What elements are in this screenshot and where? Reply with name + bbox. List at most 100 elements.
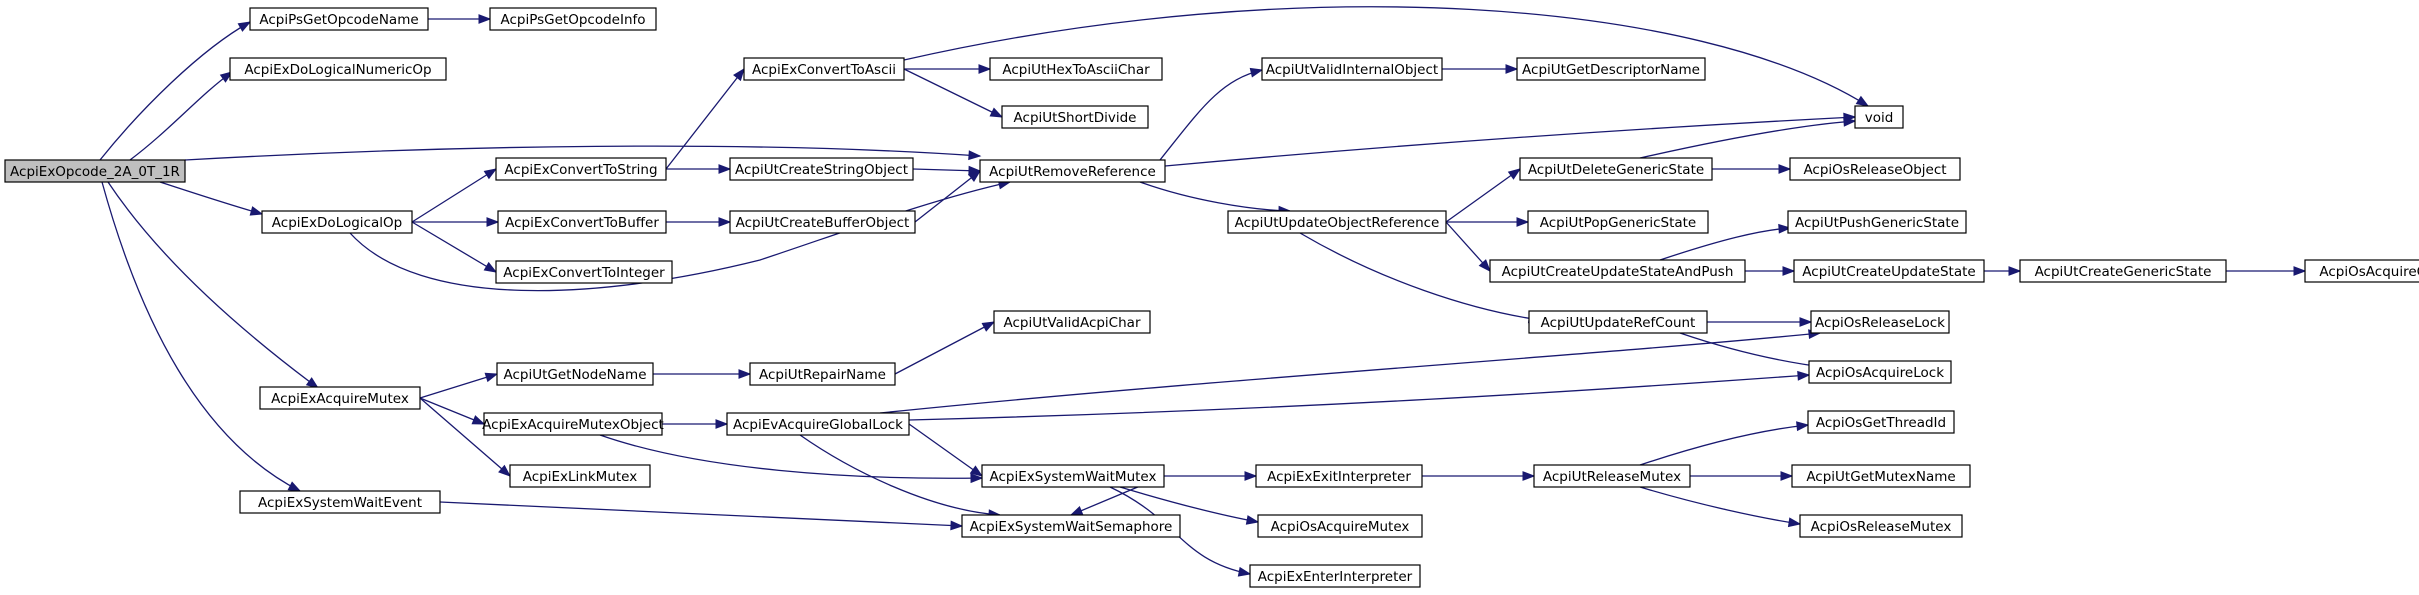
graph-node[interactable]: AcpiUtUpdateRefCount: [1528, 310, 1708, 334]
node-box[interactable]: [1489, 259, 1746, 283]
node-box[interactable]: [1807, 410, 1955, 434]
graph-node[interactable]: AcpiUtUpdateObjectReference: [1227, 210, 1447, 234]
graph-node[interactable]: AcpiPsGetOpcodeInfo: [489, 7, 657, 31]
node-box[interactable]: [259, 386, 421, 410]
graph-node[interactable]: AcpiExSystemWaitEvent: [239, 490, 441, 514]
graph-node[interactable]: AcpiOsReleaseMutex: [1799, 514, 1963, 538]
node-box[interactable]: [989, 57, 1163, 81]
graph-node[interactable]: AcpiOsReleaseLock: [1810, 310, 1950, 334]
graph-node[interactable]: AcpiUtRemoveReference: [979, 159, 1166, 183]
node-box[interactable]: [961, 514, 1181, 538]
graph-node[interactable]: AcpiExSystemWaitSemaphore: [961, 514, 1181, 538]
graph-node[interactable]: AcpiUtGetNodeName: [496, 362, 654, 386]
node-box[interactable]: [261, 210, 413, 234]
graph-node[interactable]: AcpiOsReleaseObject: [1789, 157, 1961, 181]
graph-node[interactable]: AcpiExAcquireMutexObject: [482, 412, 664, 436]
graph-node[interactable]: AcpiUtShortDivide: [1001, 105, 1149, 129]
edge-arrowhead: [989, 107, 1004, 118]
graph-node[interactable]: AcpiUtCreateBufferObject: [729, 210, 916, 234]
graph-node[interactable]: AcpiUtCreateStringObject: [729, 157, 914, 181]
graph-node[interactable]: void: [1854, 105, 1904, 129]
graph-node[interactable]: AcpiUtValidInternalObject: [1261, 57, 1443, 81]
graph-node[interactable]: AcpiUtHexToAsciiChar: [989, 57, 1163, 81]
node-box[interactable]: [1255, 464, 1423, 488]
edge-arrowhead: [1245, 515, 1260, 525]
node-box[interactable]: [483, 412, 663, 436]
node-box[interactable]: [1257, 514, 1423, 538]
node-box[interactable]: [1261, 57, 1443, 81]
node-box[interactable]: [1527, 210, 1709, 234]
node-box[interactable]: [1854, 105, 1904, 129]
node-box[interactable]: [743, 57, 905, 81]
node-box[interactable]: [509, 464, 651, 488]
graph-node[interactable]: AcpiExConvertToBuffer: [497, 210, 667, 234]
node-box[interactable]: [993, 310, 1151, 334]
node-box[interactable]: [1001, 105, 1149, 129]
node-box[interactable]: [489, 7, 657, 31]
node-box[interactable]: [979, 159, 1166, 183]
node-box[interactable]: [1808, 360, 1952, 384]
graph-node[interactable]: AcpiExConvertToInteger: [495, 260, 673, 284]
graph-node[interactable]: AcpiExConvertToAscii: [743, 57, 905, 81]
node-box[interactable]: [497, 210, 667, 234]
node-box[interactable]: [1516, 57, 1706, 81]
graph-node[interactable]: AcpiUtGetMutexName: [1791, 464, 1971, 488]
node-box[interactable]: [1227, 210, 1447, 234]
node-label: AcpiUtPopGenericState: [1540, 215, 1697, 231]
node-box[interactable]: [1791, 464, 1971, 488]
node-box[interactable]: [249, 7, 429, 31]
graph-node[interactable]: AcpiExAcquireMutex: [259, 386, 421, 410]
node-box[interactable]: [1799, 514, 1963, 538]
node-box[interactable]: [495, 260, 673, 284]
graph-node[interactable]: AcpiOsAcquireMutex: [1257, 514, 1423, 538]
node-box[interactable]: [1528, 310, 1708, 334]
graph-node[interactable]: AcpiUtReleaseMutex: [1533, 464, 1691, 488]
graph-node[interactable]: AcpiUtPushGenericState: [1787, 210, 1967, 234]
graph-node[interactable]: AcpiUtCreateUpdateState: [1793, 259, 1985, 283]
edge-n12-n8: [665, 68, 745, 170]
node-box[interactable]: [981, 464, 1165, 488]
edge-arrowhead: [1244, 471, 1258, 481]
graph-node[interactable]: AcpiUtCreateUpdateStateAndPush: [1489, 259, 1746, 283]
graph-node[interactable]: AcpiUtCreateGenericState: [2019, 259, 2227, 283]
graph-node[interactable]: AcpiExLinkMutex: [509, 464, 651, 488]
node-box[interactable]: [239, 490, 441, 514]
node-box[interactable]: [729, 210, 916, 234]
node-box[interactable]: [729, 157, 914, 181]
node-box[interactable]: [1787, 210, 1967, 234]
graph-node-root[interactable]: AcpiExOpcode_2A_0T_1R: [4, 159, 186, 183]
graph-node[interactable]: AcpiExExitInterpreter: [1255, 464, 1423, 488]
graph-node[interactable]: AcpiEvAcquireGlobalLock: [726, 412, 910, 436]
edge-arrowhead: [287, 481, 302, 492]
graph-node[interactable]: AcpiPsGetOpcodeName: [249, 7, 429, 31]
node-box[interactable]: [4, 159, 186, 183]
node-box[interactable]: [1789, 157, 1961, 181]
graph-node[interactable]: AcpiExSystemWaitMutex: [981, 464, 1165, 488]
graph-node[interactable]: AcpiOsAcquireObject: [2304, 259, 2419, 283]
graph-node[interactable]: AcpiExConvertToString: [495, 157, 667, 181]
graph-node[interactable]: AcpiUtValidAcpiChar: [993, 310, 1151, 334]
graph-node[interactable]: AcpiUtGetDescriptorName: [1516, 57, 1706, 81]
node-box[interactable]: [1533, 464, 1691, 488]
edge-arrowhead: [967, 170, 982, 182]
graph-node[interactable]: AcpiExEnterInterpreter: [1249, 564, 1421, 588]
graph-node[interactable]: AcpiExDoLogicalNumericOp: [229, 57, 447, 81]
graph-node[interactable]: AcpiUtRepairName: [749, 362, 896, 386]
node-box[interactable]: [1249, 564, 1421, 588]
node-box[interactable]: [726, 412, 910, 436]
node-box[interactable]: [496, 362, 654, 386]
graph-node[interactable]: AcpiOsGetThreadId: [1807, 410, 1955, 434]
graph-node[interactable]: AcpiOsAcquireLock: [1808, 360, 1952, 384]
node-box[interactable]: [2019, 259, 2227, 283]
node-box[interactable]: [229, 57, 447, 81]
node-box[interactable]: [2304, 259, 2419, 283]
node-box[interactable]: [1519, 157, 1713, 181]
node-box[interactable]: [1810, 310, 1950, 334]
graph-node[interactable]: AcpiExDoLogicalOp: [261, 210, 413, 234]
node-label: AcpiExSystemWaitMutex: [990, 469, 1157, 485]
graph-node[interactable]: AcpiUtPopGenericState: [1527, 210, 1709, 234]
node-box[interactable]: [1793, 259, 1985, 283]
node-box[interactable]: [749, 362, 896, 386]
graph-node[interactable]: AcpiUtDeleteGenericState: [1519, 157, 1713, 181]
node-box[interactable]: [495, 157, 667, 181]
